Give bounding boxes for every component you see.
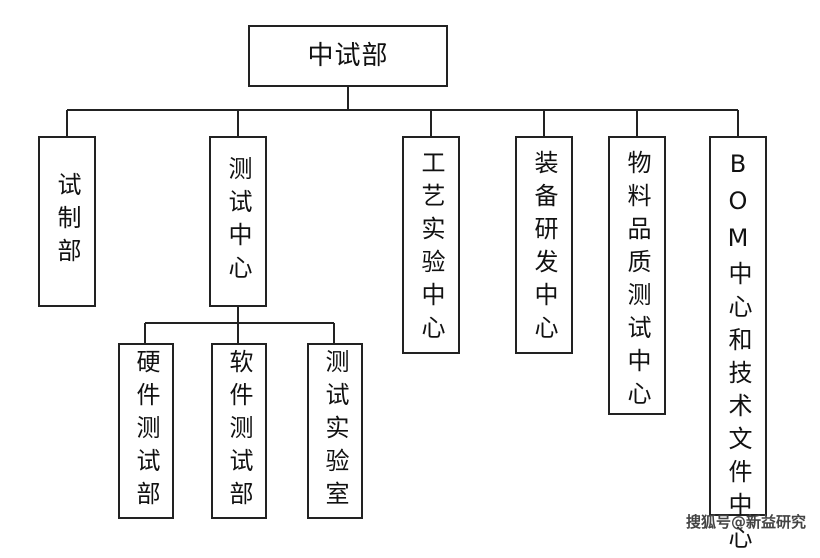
root-label: 中试部 xyxy=(307,41,389,71)
dept-node-bom-docs: BOM中心和技术文件中心 xyxy=(709,136,767,558)
dept-label: 试制部 xyxy=(53,172,81,271)
dept-label: 装备研发中心 xyxy=(530,150,558,348)
dept-label: BOM中心和技术文件中心 xyxy=(724,150,752,558)
dept-label: 工艺实验中心 xyxy=(417,150,445,348)
sub-node-hardware-test: 硬件测试部 xyxy=(118,343,174,519)
dept-node-material-quality: 物料品质测试中心 xyxy=(608,136,666,415)
sub-node-test-lab: 测试实验室 xyxy=(307,343,363,519)
dept-label: 测试中心 xyxy=(224,155,252,288)
dept-label: 物料品质测试中心 xyxy=(623,150,651,414)
dept-node-test-center: 测试中心 xyxy=(209,136,267,307)
sub-node-software-test: 软件测试部 xyxy=(211,343,267,519)
dept-node-equipment-rd: 装备研发中心 xyxy=(515,136,573,354)
sub-label: 硬件测试部 xyxy=(132,348,160,514)
connector-lines xyxy=(66,87,739,343)
root-node: 中试部 xyxy=(248,25,448,87)
sub-label: 软件测试部 xyxy=(225,348,253,514)
org-chart: 中试部 试制部 测试中心 工艺实验中心 装备研发中心 物料品质测试中心 BOM中… xyxy=(38,25,806,558)
watermark: 搜狐号@新益研究 xyxy=(685,513,806,531)
dept-node-trial-production: 试制部 xyxy=(38,136,96,307)
dept-node-process-lab: 工艺实验中心 xyxy=(402,136,460,354)
sub-label: 测试实验室 xyxy=(321,348,349,514)
